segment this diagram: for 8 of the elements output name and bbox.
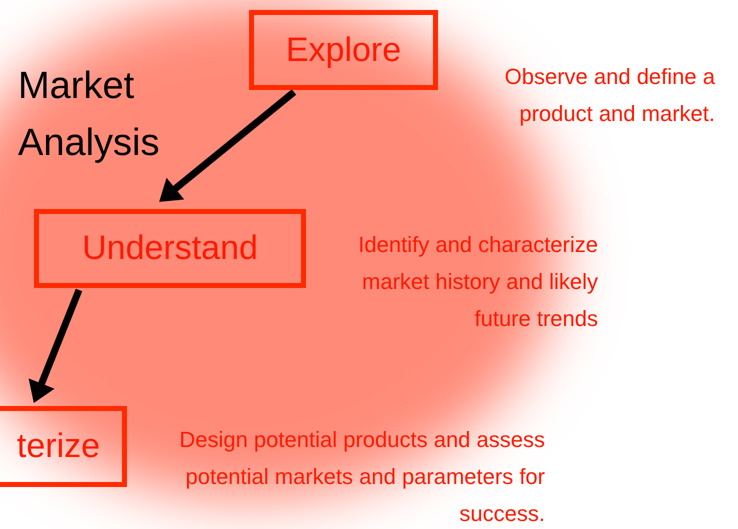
title: Market Analysis	[18, 64, 160, 166]
arrow	[28, 288, 82, 403]
step-description: Observe and define a product and market.	[504, 64, 715, 126]
arrow	[159, 89, 296, 202]
step-box: Understand	[34, 209, 306, 288]
step-box: Explore	[249, 10, 438, 90]
step-box: terize	[0, 406, 127, 487]
step-description: Design potential products and assess potential markets and parameters for success.	[179, 427, 545, 526]
